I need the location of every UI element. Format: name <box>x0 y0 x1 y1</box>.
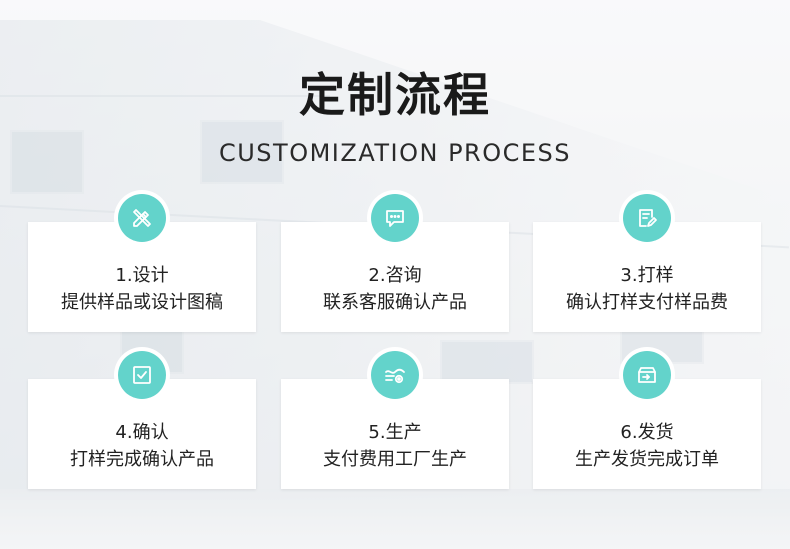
chat-bubble-icon <box>371 194 419 242</box>
production-gear-icon <box>371 351 419 399</box>
step-title: 2.咨询 <box>368 265 422 286</box>
document-edit-icon <box>623 194 671 242</box>
step-description: 支付费用工厂生产 <box>323 449 467 470</box>
step-title: 5.生产 <box>368 422 422 443</box>
step-card-design: 1.设计 提供样品或设计图稿 <box>28 194 256 332</box>
page-title: 定制流程 <box>299 68 491 122</box>
step-title: 1.设计 <box>115 265 169 286</box>
step-description: 联系客服确认产品 <box>323 292 467 313</box>
pencil-ruler-icon <box>118 194 166 242</box>
step-title: 6.发货 <box>620 422 674 443</box>
step-card-sample: 3.打样 确认打样支付样品费 <box>533 194 761 332</box>
step-card-production: 5.生产 支付费用工厂生产 <box>281 351 509 489</box>
step-description: 打样完成确认产品 <box>70 449 214 470</box>
step-card-shipping: 6.发货 生产发货完成订单 <box>533 351 761 489</box>
step-card-consult: 2.咨询 联系客服确认产品 <box>281 194 509 332</box>
step-title: 3.打样 <box>620 265 674 286</box>
step-card-confirm: 4.确认 打样完成确认产品 <box>28 351 256 489</box>
checkbox-icon <box>118 351 166 399</box>
step-description: 提供样品或设计图稿 <box>61 292 223 313</box>
delivery-box-icon <box>623 351 671 399</box>
step-description: 生产发货完成订单 <box>575 449 719 470</box>
step-description: 确认打样支付样品费 <box>566 292 728 313</box>
step-title: 4.确认 <box>115 422 169 443</box>
page-subtitle: CUSTOMIZATION PROCESS <box>218 139 572 167</box>
